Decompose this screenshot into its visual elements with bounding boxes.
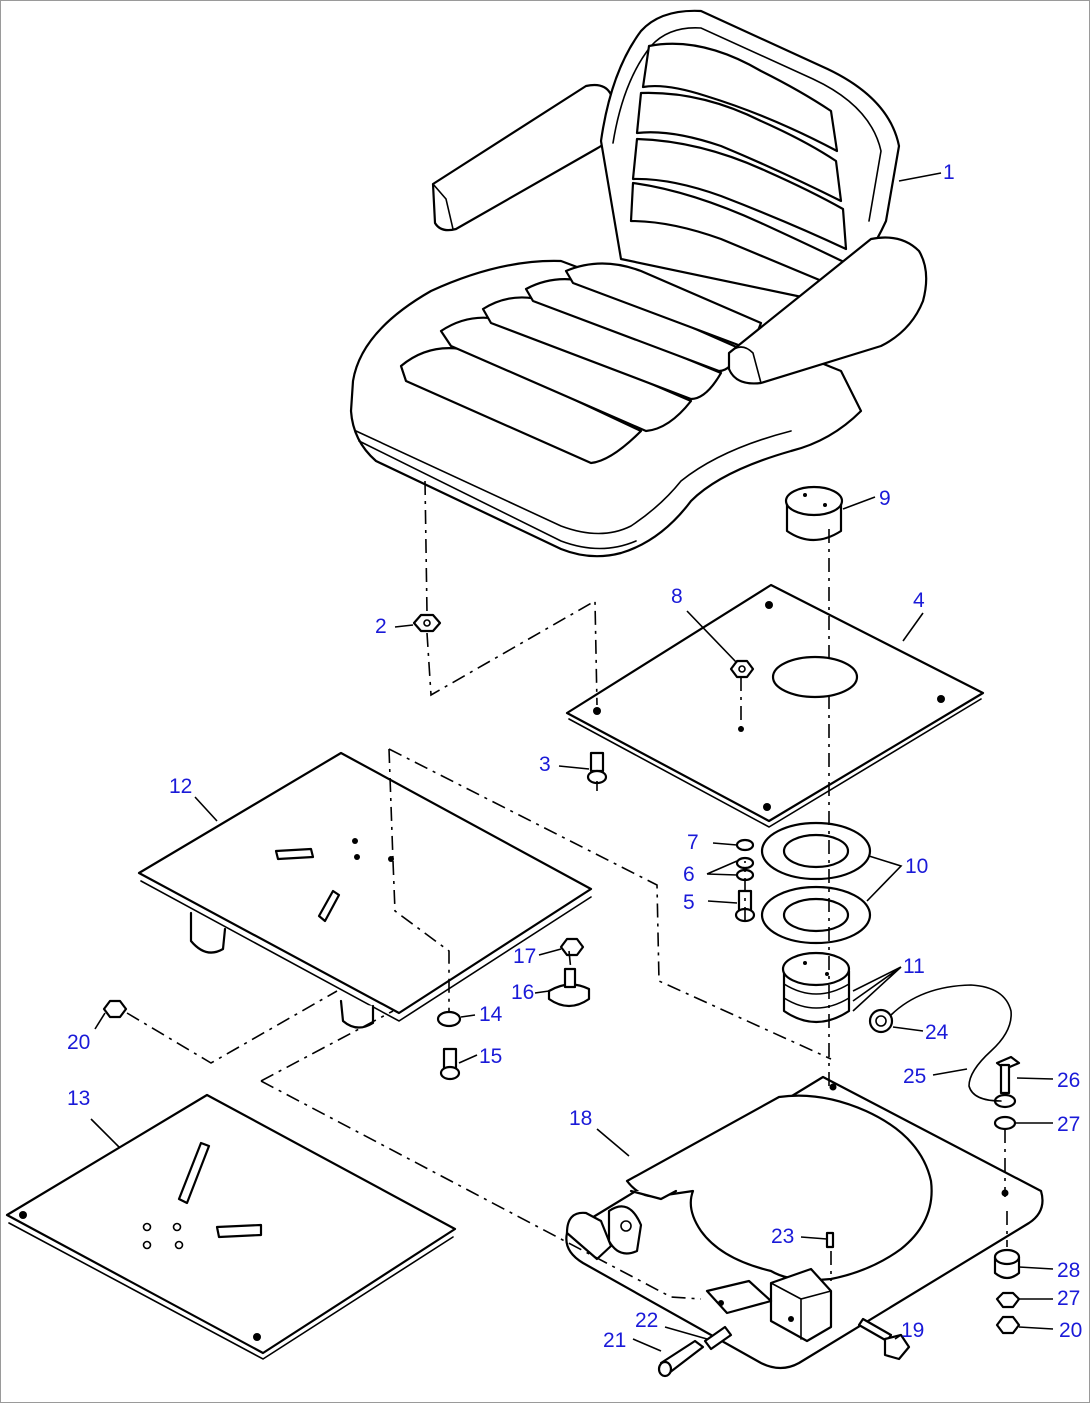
callout-24: 24 (925, 1021, 949, 1044)
leader-lines (90, 172, 1054, 1352)
callout-20-right: 20 (1059, 1319, 1082, 1342)
callout-6: 6 (683, 863, 695, 886)
pivot-cap (784, 485, 844, 542)
ground-cable (890, 984, 1012, 1102)
callout-5: 5 (683, 891, 695, 914)
callout-17: 17 (513, 945, 536, 968)
callout-26: 26 (1057, 1069, 1080, 1092)
callout-23: 23 (771, 1225, 794, 1248)
callout-27-lower: 27 (1057, 1287, 1080, 1310)
callout-8: 8 (671, 585, 683, 608)
middle-plate (137, 751, 593, 1029)
callout-19: 19 (901, 1319, 924, 1342)
washer-rings (760, 821, 872, 945)
callout-21: 21 (603, 1329, 626, 1352)
callout-1: 1 (943, 161, 955, 184)
callout-9: 9 (879, 487, 891, 510)
callout-25: 25 (903, 1065, 926, 1088)
callout-20-left: 20 (67, 1031, 90, 1054)
callout-28: 28 (1057, 1259, 1080, 1282)
callout-11: 11 (903, 955, 925, 978)
bearing-stack (781, 951, 851, 1023)
top-plate (565, 583, 985, 828)
callout-22: 22 (635, 1309, 658, 1332)
callout-27-upper: 27 (1057, 1113, 1080, 1136)
callout-13: 13 (67, 1087, 90, 1110)
callout-10: 10 (905, 855, 928, 878)
callout-15: 15 (479, 1045, 502, 1068)
callout-12: 12 (169, 775, 192, 798)
seat-assembly (349, 9, 928, 558)
alignment-lines (126, 480, 1008, 1300)
callout-4: 4 (913, 589, 925, 612)
callout-2: 2 (375, 615, 387, 638)
callout-7: 7 (687, 831, 699, 854)
bottom-plate (5, 1093, 457, 1360)
callout-14: 14 (479, 1003, 503, 1026)
callout-3: 3 (539, 753, 551, 776)
base-plate (565, 1075, 1044, 1370)
callout-labels: 1 2 3 4 5 6 7 8 9 10 11 12 13 14 15 16 1… (67, 161, 1082, 1352)
callout-16: 16 (511, 981, 534, 1004)
callout-18: 18 (569, 1107, 592, 1130)
